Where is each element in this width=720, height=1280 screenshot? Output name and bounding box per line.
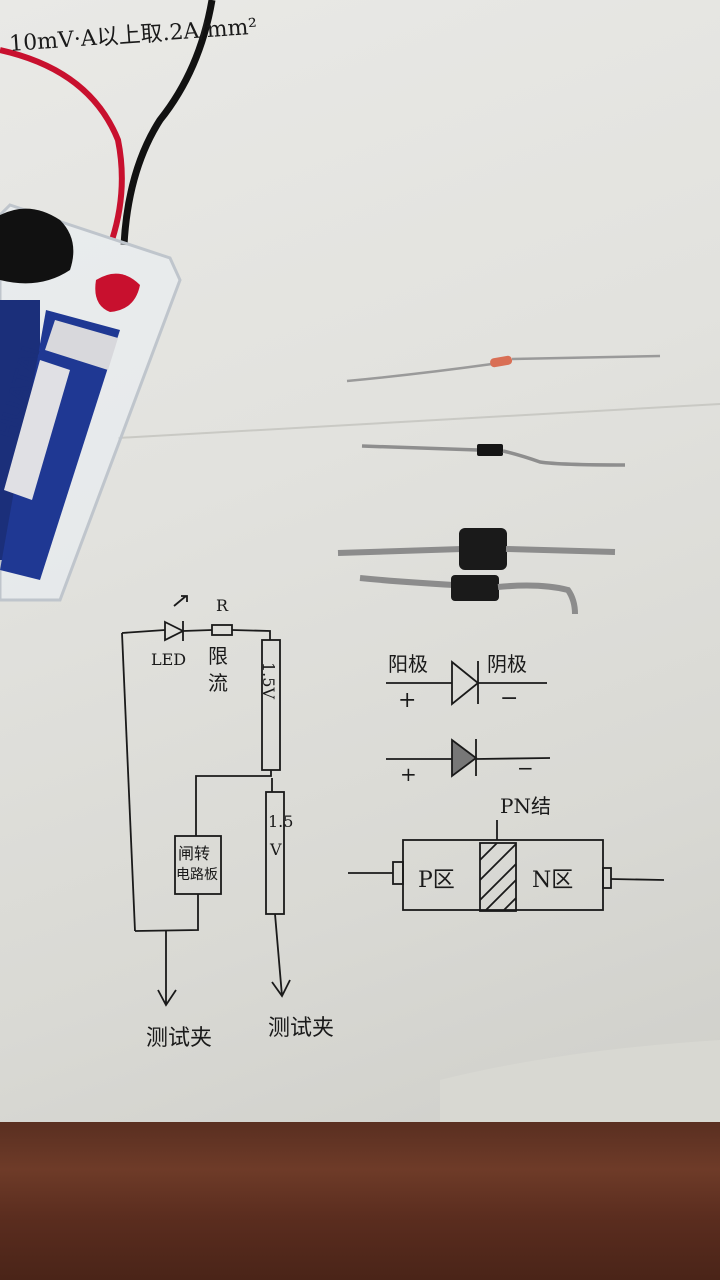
red-glue: [95, 273, 140, 312]
probe-arrow-right: [271, 913, 291, 998]
black-glue: [0, 208, 74, 284]
battery-label-band: [4, 360, 70, 500]
black-wire: [120, 0, 216, 246]
probe-label-left: 测试夹: [146, 1026, 213, 1051]
red-wire: [0, 47, 125, 241]
minus-sign-1: −: [500, 686, 519, 711]
battery-1-symbol: [261, 639, 281, 771]
battery-2-label-top: 1.5: [268, 812, 294, 831]
battery-holder: [0, 0, 216, 602]
diode-small-black: [361, 444, 626, 467]
resistor-note-1: 限: [208, 644, 228, 668]
diode-symbol-filled: [451, 738, 478, 778]
pn-junction-diagram: [348, 820, 665, 912]
n-region-label: N区: [532, 868, 574, 893]
battery-1-label: 1.5V: [259, 662, 278, 699]
cathode-label: 阴极: [487, 652, 527, 676]
battery-cap: [45, 320, 118, 370]
diode-large-2: [359, 575, 578, 615]
wooden-table: [0, 1122, 720, 1280]
battery-2-label-bottom: V: [270, 840, 282, 859]
pn-hatch: [479, 842, 517, 911]
probe-arrow-left: [157, 931, 177, 1007]
switch-label-bottom: 电路板: [176, 867, 218, 883]
resistor-label: R: [216, 596, 229, 615]
led-symbol: [164, 620, 186, 642]
diode-schematics: [386, 660, 551, 778]
diode-symbol-outline: [451, 660, 480, 706]
paper-curl: [440, 1040, 720, 1122]
switch-label-top: 闸转: [178, 844, 211, 863]
resistor-symbol: [211, 624, 233, 636]
led-label: LED: [151, 650, 187, 669]
plus-sign-1: +: [398, 688, 417, 713]
resistor-note-2: 流: [208, 671, 228, 695]
anode-label: 阳极: [388, 652, 428, 676]
p-region-label: P区: [418, 868, 455, 893]
plus-sign-2: +: [400, 762, 417, 786]
circuit-drawing: [121, 595, 291, 1007]
paper-fold: [117, 403, 720, 439]
pn-junction-label: PN结: [500, 794, 551, 818]
probe-label-right: 测试夹: [268, 1016, 335, 1041]
diode-glass-red: [346, 354, 661, 383]
minus-sign-2: −: [517, 756, 534, 780]
diode-large-1: [337, 528, 616, 570]
battery-right: [0, 310, 120, 580]
